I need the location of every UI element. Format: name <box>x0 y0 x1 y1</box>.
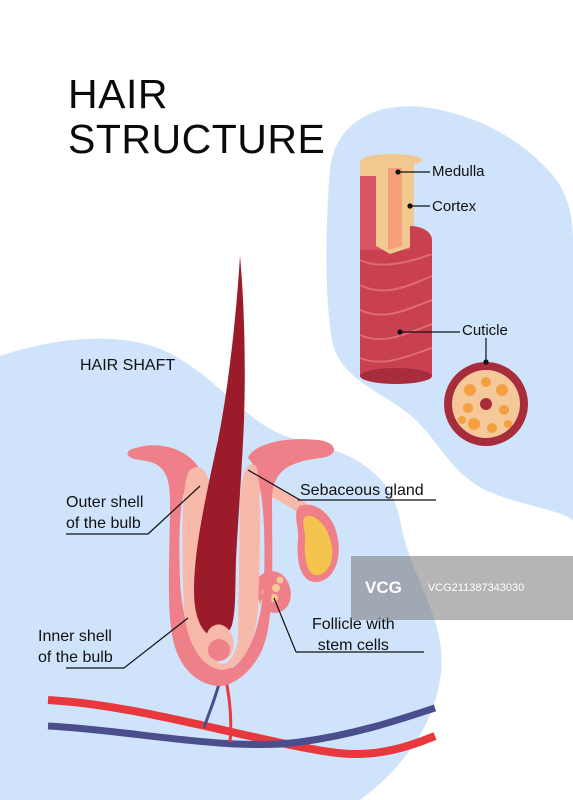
hair-shaft-shape <box>194 256 245 638</box>
label-follicle: Follicle with stem cells <box>312 614 395 656</box>
label-inner-shell-line-2: of the bulb <box>38 649 113 666</box>
watermark-logo: VCG <box>365 578 402 597</box>
hair-column <box>359 154 433 384</box>
watermark-id: VCG211387343030 <box>427 582 525 594</box>
leader-lines <box>66 169 489 669</box>
label-outer-shell-line-1: Outer shell <box>66 494 144 511</box>
diagram-title: HAIR STRUCTURE <box>68 72 325 162</box>
label-follicle-line-1: Follicle with <box>312 616 395 633</box>
dermal-papilla <box>208 639 230 661</box>
capillary-artery <box>224 679 233 743</box>
label-inner-shell-line-1: Inner shell <box>38 628 112 645</box>
label-outer-shell: Outer shell of the bulb <box>66 492 143 534</box>
sebaceous-gland-cells <box>303 515 333 576</box>
title-line-2: STRUCTURE <box>68 116 326 162</box>
background-blob-small <box>0 589 72 703</box>
hair-cross-section <box>444 362 528 446</box>
label-medulla: Medulla <box>432 163 485 180</box>
label-sebaceous-gland: Sebaceous gland <box>300 482 424 499</box>
label-cuticle: Cuticle <box>462 322 508 339</box>
label-hair-shaft: HAIR SHAFT <box>80 357 176 374</box>
watermark-banner: VCG VCG211387343030 <box>351 556 573 620</box>
label-follicle-line-2: stem cells <box>317 637 389 654</box>
artery-vessel <box>47 696 437 759</box>
label-outer-shell-line-2: of the bulb <box>66 515 141 532</box>
title-line-1: HAIR <box>68 71 168 117</box>
vein-vessel <box>47 704 437 749</box>
label-cortex: Cortex <box>432 198 477 215</box>
label-inner-shell: Inner shell of the bulb <box>38 626 113 668</box>
